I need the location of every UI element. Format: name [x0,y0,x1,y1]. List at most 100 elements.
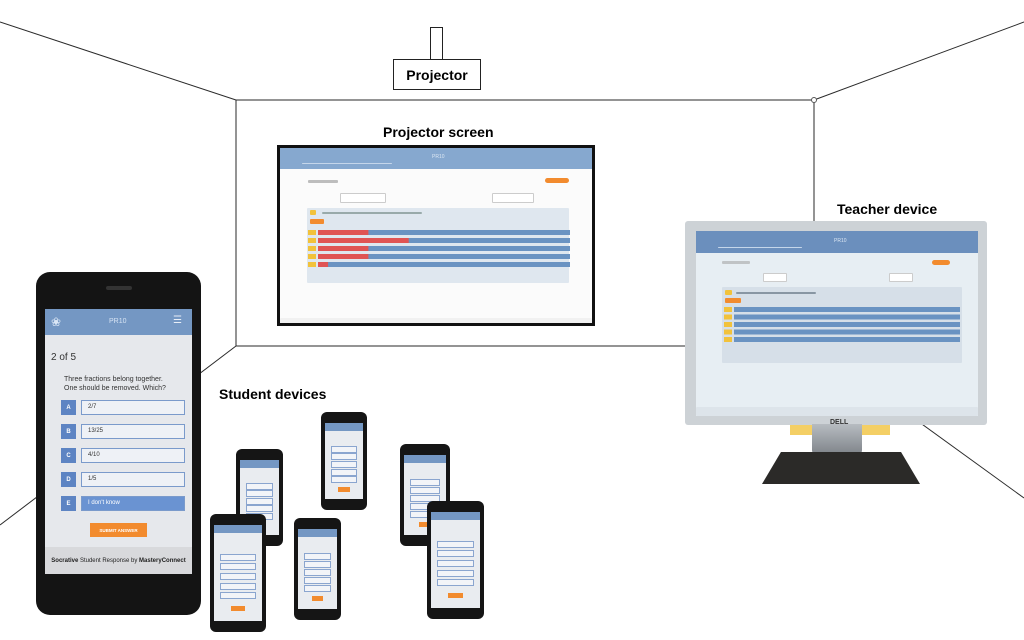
small-phone-choice [331,453,357,461]
small-phone-choice [220,573,256,580]
small-student-phone [427,501,484,619]
corner-marker [811,97,817,103]
small-phone-header [325,423,363,431]
projected-footer [280,318,592,323]
result-letter-tag [724,322,732,327]
small-phone-submit [448,592,463,598]
projected-finish-button [545,178,569,183]
teacher-next-button [889,273,913,282]
small-phone-choice [220,553,256,561]
small-phone-choice [304,569,331,576]
student-phone: ❀ PR10 ☰ 2 of 5 Three fractions belong t… [36,272,201,615]
submit-answer-button[interactable]: SUBMIT ANSWER [90,523,147,537]
small-student-phone [294,518,341,620]
small-phone-choice [246,505,273,512]
teacher-previous-button [763,273,787,282]
question-text: Three fractions belong together. One sho… [64,376,166,392]
result-bar-fill [318,254,369,259]
teacher-footer [696,407,978,416]
small-phone-choice [304,553,331,560]
teacher-question-text [736,292,816,294]
result-bar-track [318,246,570,251]
teacher-finish-button [932,260,950,265]
answer-letter: C [61,448,76,463]
teacher-app-header: PR10 [696,231,978,253]
socrative-logo-icon: ❀ [51,315,62,329]
projected-previous-button [340,193,386,203]
projector-mount [430,27,443,60]
footer-company: MasteryConnect [139,557,186,564]
projected-next-button [492,193,534,203]
projected-nav-tabs [302,163,392,164]
projected-question-number [310,210,316,215]
result-letter-tag [724,337,732,342]
result-letter-tag [308,246,316,251]
result-bar-fill [318,246,369,251]
student-app-header: ❀ PR10 ☰ [45,309,192,335]
small-phone-submit [338,486,350,492]
result-bar-track [734,329,960,335]
teacher-activity-name [722,261,750,264]
answer-text: 4/10 [81,448,185,463]
result-letter-tag [724,329,732,335]
teacher-question-number [725,290,732,295]
small-phone-screen [298,529,337,609]
result-bar-track [734,314,960,320]
small-phone-choice [304,577,331,584]
result-bar-track [318,238,570,243]
result-bar-fill [318,238,409,243]
answer-text: I don't know [81,496,185,511]
small-phone-choice [437,550,474,558]
small-phone-choice [220,592,256,600]
small-phone-choice [437,579,474,587]
small-phone-choice [437,540,474,548]
projected-question-text [322,212,422,214]
small-phone-choice [437,569,474,577]
result-letter-tag [724,314,732,320]
projected-app-title: PR10 [432,154,445,160]
small-phone-screen [214,525,262,621]
result-bar-track [734,322,960,327]
small-phone-choice [246,490,273,497]
menu-icon[interactable]: ☰ [173,315,182,326]
small-phone-choice [304,585,331,592]
projector-label: Projector [406,66,468,83]
small-phone-choice [331,468,357,476]
teacher-results-chart [724,307,960,342]
projector-label-box: Projector [393,59,481,90]
ceiling-right-line [813,21,1024,101]
small-phone-screen [431,512,480,608]
teacher-nav-tabs [718,247,802,248]
student-app-footer: Socrative Student Response by MasteryCon… [45,547,192,574]
result-bar-track [318,262,570,267]
small-phone-choice [246,482,273,490]
teacher-monitor-screen: PR10 [696,231,978,416]
answer-letter: B [61,424,76,439]
answer-text: 2/7 [81,400,185,415]
small-phone-choice [410,487,440,494]
question-progress: 2 of 5 [51,352,77,363]
small-phone-choice [220,563,256,571]
footer-middle: Student Response by [78,557,140,564]
footer-brand: Socrative [51,557,79,564]
projector-screen: PR10 [277,145,595,326]
answer-text: 13/25 [81,424,185,439]
projected-show-answer-button [310,219,324,224]
result-bar-track [318,230,570,235]
teacher-app-title: PR10 [834,238,847,244]
result-bar-fill [318,262,329,267]
small-phone-submit [230,605,246,611]
monitor-stand-neck [812,424,862,456]
small-phone-choice [331,445,357,453]
teacher-monitor: PR10 [685,221,987,425]
small-phone-choice [220,582,256,590]
student-devices-label: Student devices [219,386,327,402]
small-phone-header [431,512,480,520]
small-phone-choice [246,497,273,505]
small-phone-header [214,525,262,533]
teacher-device-label: Teacher device [837,201,938,217]
small-phone-choice [331,476,357,484]
small-phone-header [298,529,337,537]
small-phone-submit [418,522,432,528]
small-phone-screen [325,423,363,499]
